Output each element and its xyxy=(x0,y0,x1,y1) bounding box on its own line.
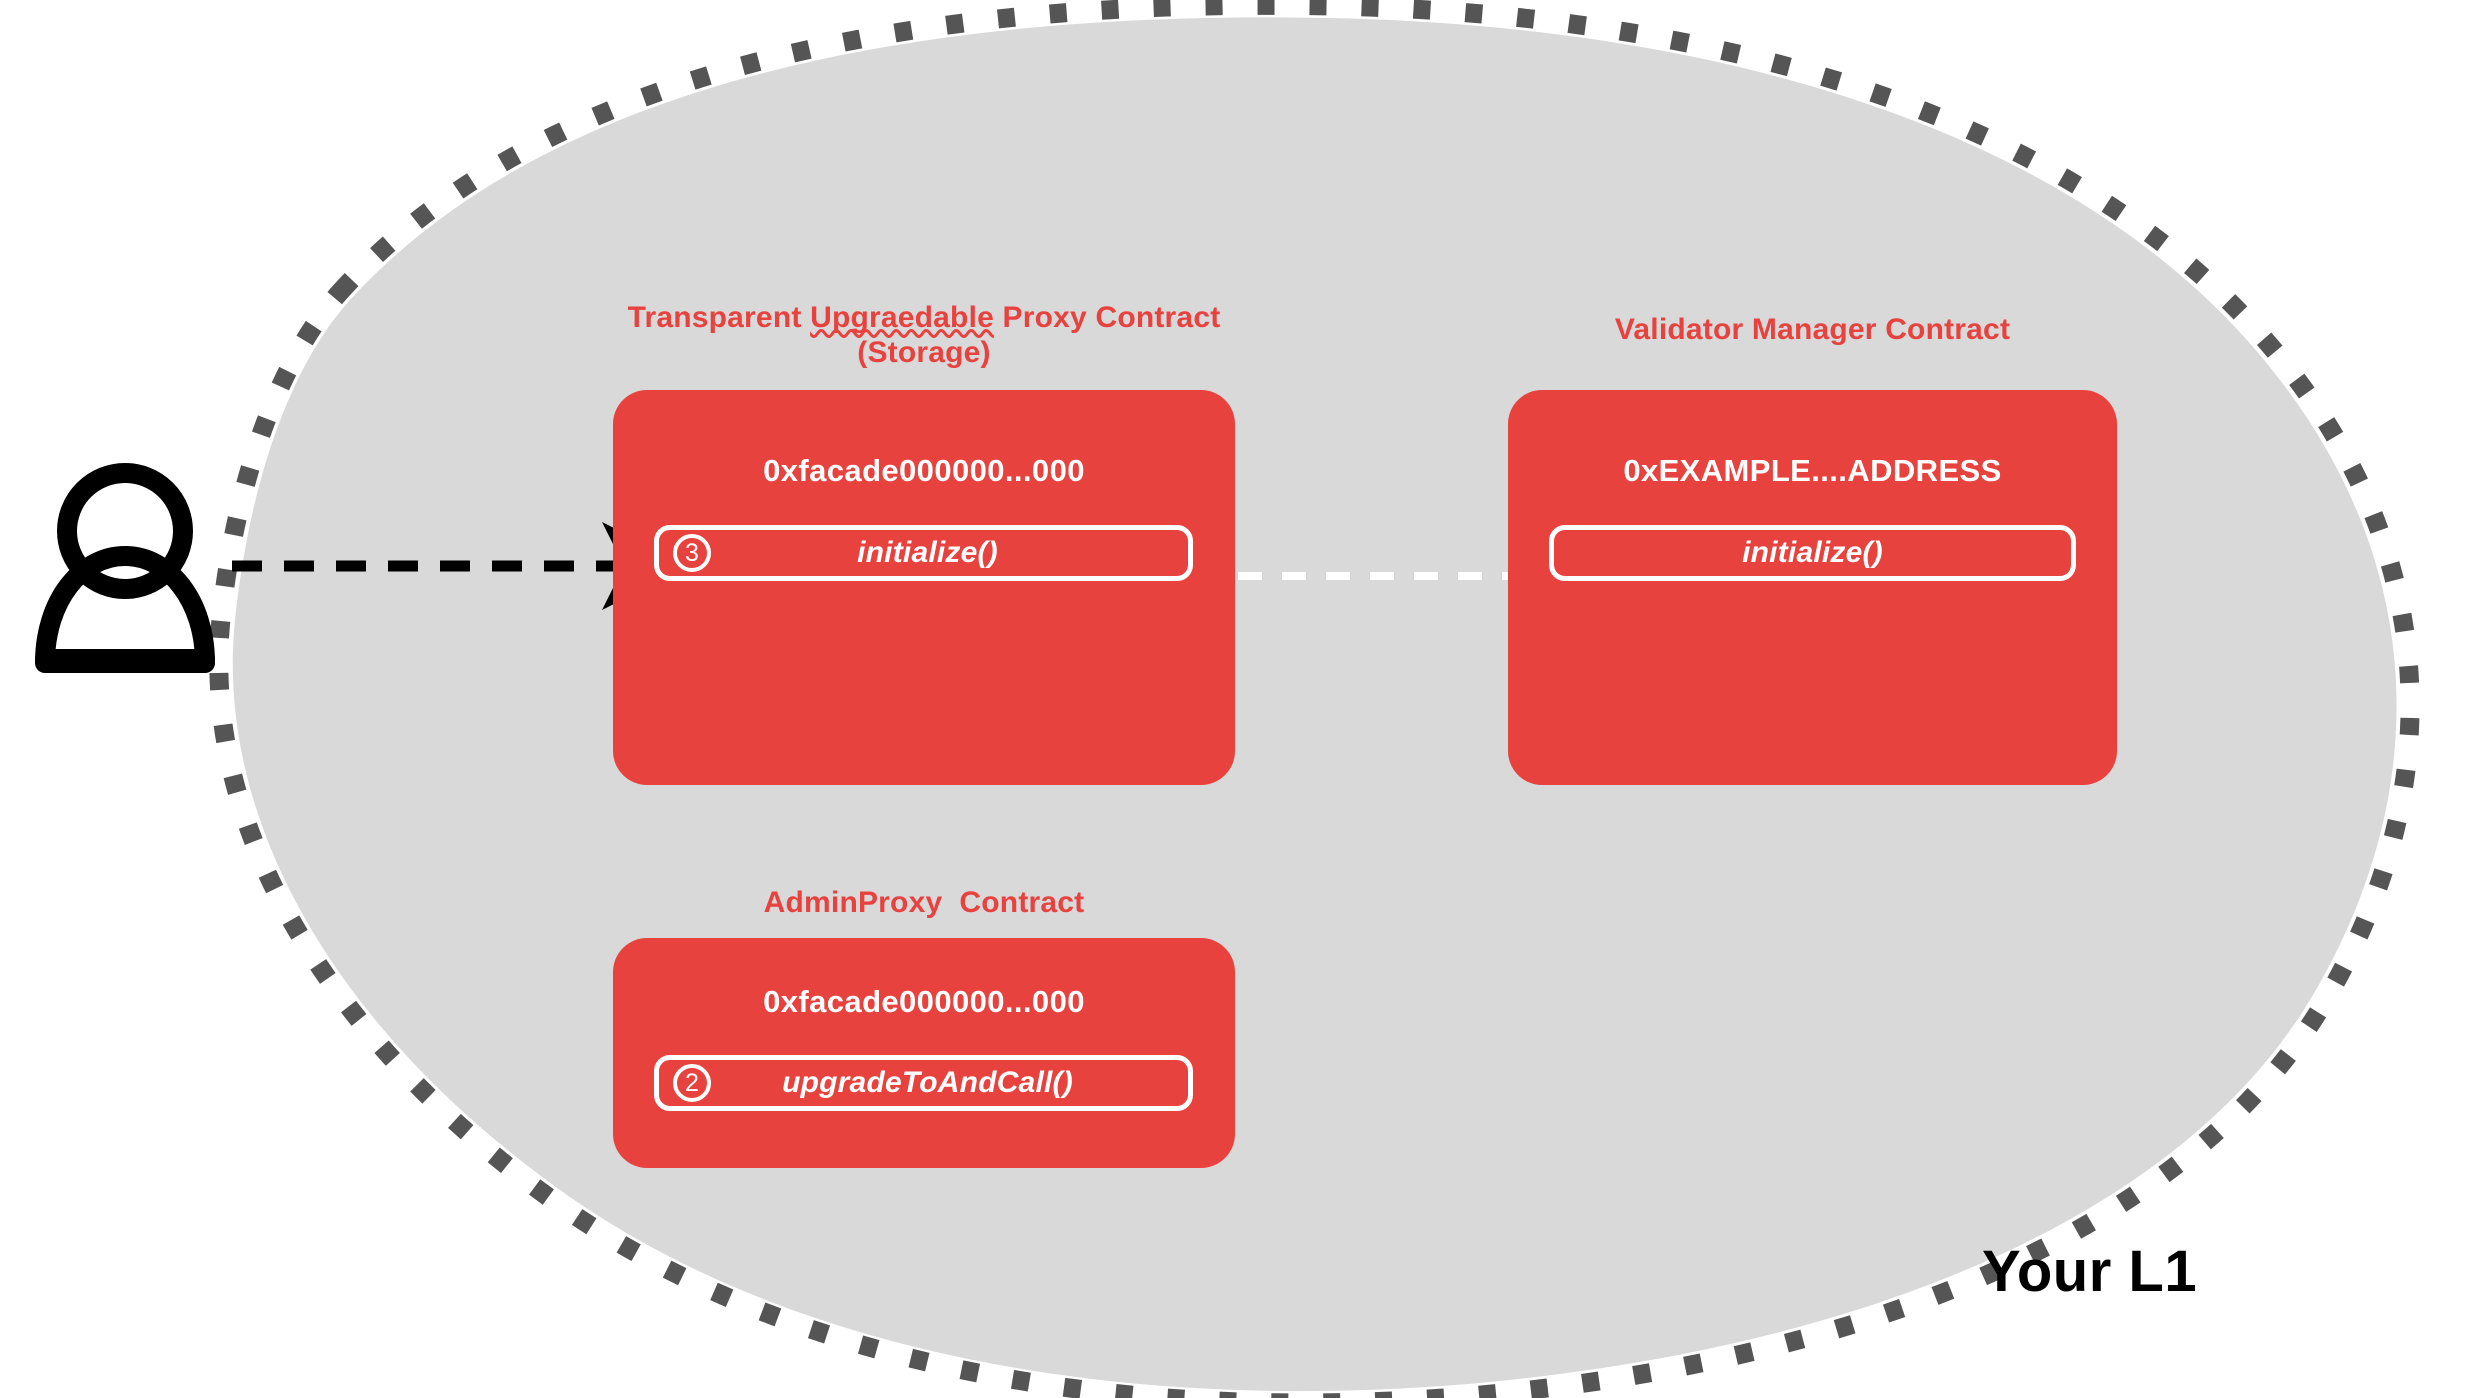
function-button-upgrade-to-and-call[interactable]: 2 upgradeToAndCall() xyxy=(654,1055,1193,1111)
step-badge-3: 3 xyxy=(673,534,711,572)
function-label-upgrade-to-and-call: upgradeToAndCall() xyxy=(782,1066,1073,1099)
region-dashed-border xyxy=(209,0,2420,1398)
contract-address-admin-proxy: 0xfacade000000...000 xyxy=(763,984,1085,1019)
contract-address-validator-manager: 0xEXAMPLE....ADDRESS xyxy=(1623,453,2002,488)
function-button-initialize-validator-manager[interactable]: initialize() xyxy=(1549,525,2076,581)
function-label-initialize: initialize() xyxy=(857,536,998,569)
misspelled-word: Upgraedable xyxy=(810,301,994,334)
contract-card-transparent-proxy[interactable]: 0xfacade000000...000 3 initialize() xyxy=(613,390,1235,785)
contract-title-admin-proxy: AdminProxy Contract xyxy=(763,886,1085,919)
contract-address-transparent-proxy: 0xfacade000000...000 xyxy=(763,453,1085,488)
step-badge-2: 2 xyxy=(673,1064,711,1102)
contract-title-validator-manager: Validator Manager Contract xyxy=(1614,313,2011,346)
contract-group-validator-manager: Validator Manager Contract 0xEXAMPLE....… xyxy=(1508,312,2117,785)
function-button-initialize-proxy[interactable]: 3 initialize() xyxy=(654,525,1193,581)
region-label-your-l1: Your L1 xyxy=(1982,1239,2198,1304)
contract-group-admin-proxy: AdminProxy Contract 0xfacade000000...000… xyxy=(613,885,1235,1168)
contract-card-validator-manager[interactable]: 0xEXAMPLE....ADDRESS initialize() xyxy=(1508,390,2117,785)
contract-card-admin-proxy[interactable]: 0xfacade000000...000 2 upgradeToAndCall(… xyxy=(613,938,1235,1168)
contract-title-transparent-proxy: Transparent Upgraedable Proxy Contract (… xyxy=(627,301,1229,370)
function-label-initialize: initialize() xyxy=(1742,536,1883,569)
contract-group-transparent-proxy: Transparent Upgraedable Proxy Contract (… xyxy=(613,300,1235,785)
